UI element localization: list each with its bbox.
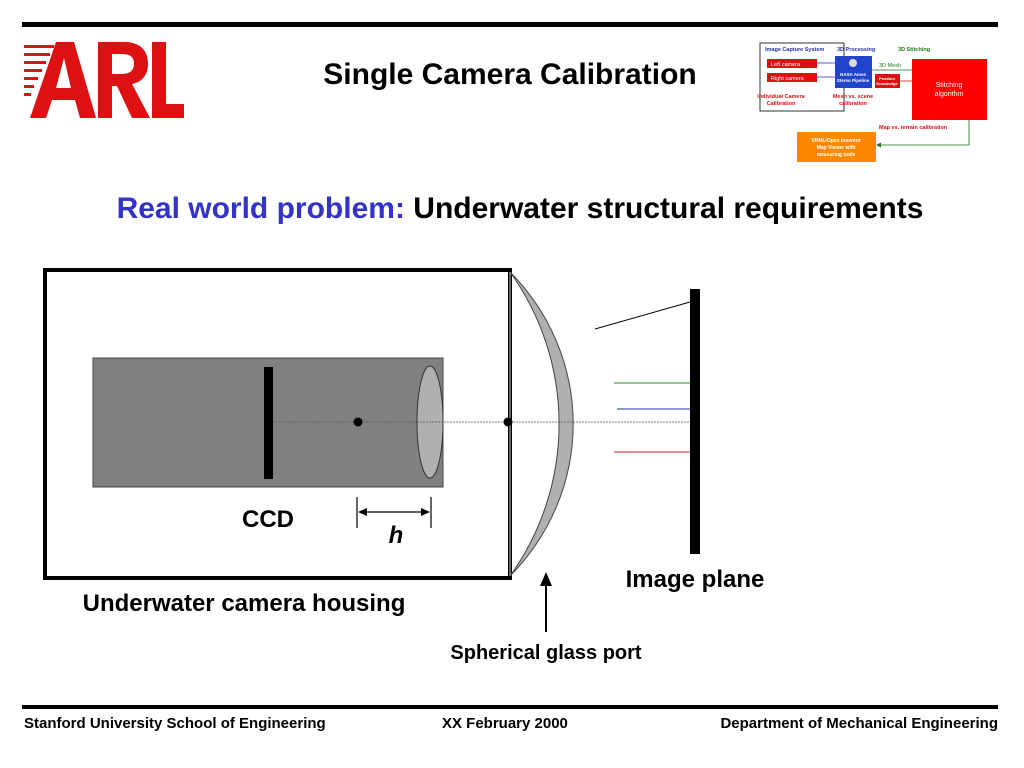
- processing-label: 3D Processing: [837, 47, 875, 53]
- stitching-algorithm-box: [912, 59, 987, 120]
- capture-system-label: Image Capture System: [765, 47, 824, 53]
- h-label: h: [389, 522, 404, 549]
- slide-title: Single Camera Calibration: [323, 58, 697, 91]
- right-camera-box: [767, 73, 817, 82]
- port-label: Spherical glass port: [450, 642, 642, 664]
- system-overview-diagram: Image Capture System 3D Processing 3D St…: [757, 42, 987, 162]
- position-label-2: Knowledge: [876, 81, 898, 86]
- right-camera-label: Right camera: [771, 76, 805, 82]
- footer-institution: Stanford University School of Engineerin…: [24, 715, 326, 732]
- mesh-scene-label-1: Mesh vs. scene: [833, 94, 873, 100]
- housing-label: Underwater camera housing: [83, 590, 406, 617]
- stitching-algo-label-2: algorithm: [935, 91, 964, 98]
- image-plane: [690, 289, 700, 554]
- footer-date: XX February 2000: [442, 715, 568, 732]
- map-terrain-label: Map vs. terrain calibration: [879, 125, 948, 131]
- left-camera-box: [767, 59, 817, 68]
- boundary-ray: [594, 301, 691, 330]
- vrml-label-2: Map Viewer with: [817, 145, 856, 151]
- ccd-sensor: [264, 367, 273, 479]
- vrml-label-3: measuring tools: [817, 152, 856, 158]
- position-label-1: Position: [879, 76, 895, 81]
- individual-calibration-label-2: Calibration: [767, 101, 796, 107]
- image-plane-label: Image plane: [626, 566, 765, 593]
- vrml-viewer-box: [797, 132, 876, 162]
- nasa-label-1: NASA Ames: [840, 72, 866, 77]
- stitching-label: 3D Stitching: [898, 47, 930, 53]
- mesh-3d-label: 3D Mesh: [879, 63, 901, 69]
- nasa-icon: [849, 59, 857, 67]
- lens-center-point: [353, 417, 363, 427]
- slide-subtitle: Real world problem: Underwater structura…: [0, 192, 1024, 226]
- spherical-glass-port: [509, 271, 574, 577]
- nasa-label-2: Stereo Pipeline: [837, 78, 870, 83]
- bottom-rule: [22, 705, 998, 709]
- footer-department: Department of Mechanical Engineering: [720, 715, 998, 732]
- vrml-label-1: VRML/Open Inventor: [811, 138, 861, 144]
- ccd-label: CCD: [242, 506, 294, 533]
- port-center-point: [503, 417, 513, 427]
- individual-calibration-label-1: Individual Camera: [757, 94, 805, 100]
- left-camera-label: Left camera: [771, 62, 801, 68]
- top-rule: [22, 22, 998, 27]
- stitching-algo-label-1: Stitching: [936, 82, 963, 89]
- arl-logo: [24, 42, 184, 118]
- subtitle-lead: Real world problem:: [116, 192, 405, 225]
- subtitle-rest: Underwater structural requirements: [413, 192, 924, 225]
- position-knowledge-box: [875, 74, 900, 88]
- mesh-scene-label-2: calibration: [839, 101, 867, 107]
